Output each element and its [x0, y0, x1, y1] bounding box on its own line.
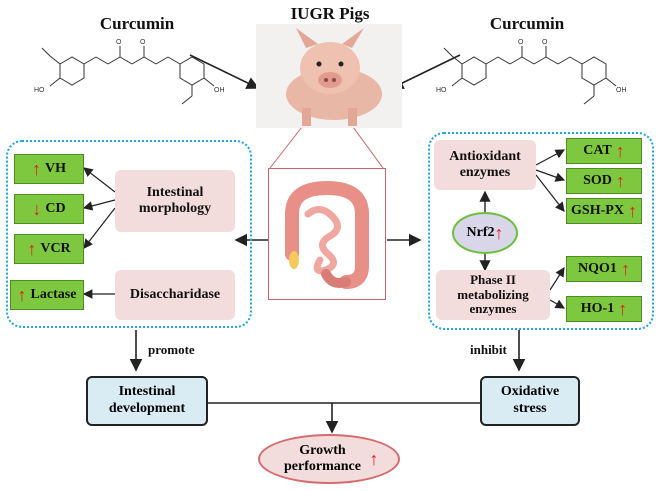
up-arrow-icon: ↑ [620, 259, 630, 279]
curcumin-right-title: Curcumin [489, 14, 565, 33]
growth-performance-node: Growth performance ↑ [258, 434, 400, 484]
down-arrow-icon: ↓ [32, 199, 42, 219]
up-arrow-icon: ↑ [369, 449, 379, 469]
curcumin-left-title: Curcumin [99, 14, 175, 33]
left-panel [6, 140, 252, 328]
up-arrow-icon: ↑ [32, 159, 41, 179]
phase-ii-box: Phase II metabolizing enzymes [436, 270, 550, 320]
oxidative-stress-box: Oxidative stress [480, 376, 580, 426]
iugr-title: IUGR Pigs [290, 4, 370, 23]
intestinal-morphology-box: Intestinal morphology [115, 170, 235, 232]
svg-text:OH: OH [616, 87, 627, 94]
gsh-px-label: GSH-PX [571, 203, 624, 218]
piglet-image [256, 24, 402, 128]
lactase-box: ↑ Lactase [10, 280, 84, 310]
up-arrow-icon: ↑ [615, 171, 625, 191]
svg-text:O: O [140, 39, 146, 46]
up-arrow-icon: ↑ [618, 299, 628, 319]
cat-box: CAT ↑ [566, 138, 642, 164]
up-arrow-icon: ↑ [627, 201, 637, 221]
svg-text:O: O [542, 39, 548, 46]
growth-performance-label: Growth performance [284, 442, 361, 474]
vh-label: VH [45, 161, 66, 176]
nrf2-node: Nrf2 ↑ [452, 212, 518, 254]
svg-text:HO: HO [34, 87, 45, 94]
cd-label: CD [45, 201, 66, 216]
curcumin-structure-right: O O HO OH [436, 39, 627, 105]
svg-text:O: O [116, 39, 122, 46]
nrf2-label: Nrf2 [466, 225, 495, 240]
nqo1-label: NQO1 [578, 261, 617, 276]
cd-box: ↓ CD [14, 194, 84, 224]
vh-box: ↑ VH [14, 154, 84, 184]
up-arrow-icon: ↑ [17, 285, 27, 305]
antioxidant-enzymes-box: Antioxidant enzymes [434, 140, 536, 190]
svg-text:OH: OH [214, 87, 225, 94]
sod-label: SOD [583, 173, 612, 188]
nqo1-box: NQO1 ↑ [566, 256, 642, 282]
ho1-box: HO-1 ↑ [566, 296, 642, 322]
disaccharidase-box: Disaccharidase [115, 270, 235, 320]
up-arrow-icon: ↑ [494, 223, 504, 243]
gsh-px-box: GSH-PX ↑ [566, 198, 642, 224]
cat-label: CAT [583, 143, 612, 158]
svg-text:HO: HO [436, 87, 447, 94]
sod-box: SOD ↑ [566, 168, 642, 194]
inhibit-label: inhibit [470, 342, 507, 357]
up-arrow-icon: ↑ [615, 141, 625, 161]
up-arrow-icon: ↑ [27, 239, 37, 259]
intestine-image [285, 180, 369, 289]
intestinal-development-box: Intestinal development [86, 376, 208, 426]
svg-text:O: O [518, 39, 524, 46]
right-panel [428, 132, 654, 330]
promote-label: promote [148, 342, 195, 357]
curcumin-structure-left: O O HO OH [34, 39, 225, 105]
lactase-label: Lactase [30, 287, 77, 302]
ho1-label: HO-1 [580, 301, 615, 316]
vcr-box: ↑ VCR [14, 234, 84, 264]
vcr-label: VCR [40, 241, 71, 256]
